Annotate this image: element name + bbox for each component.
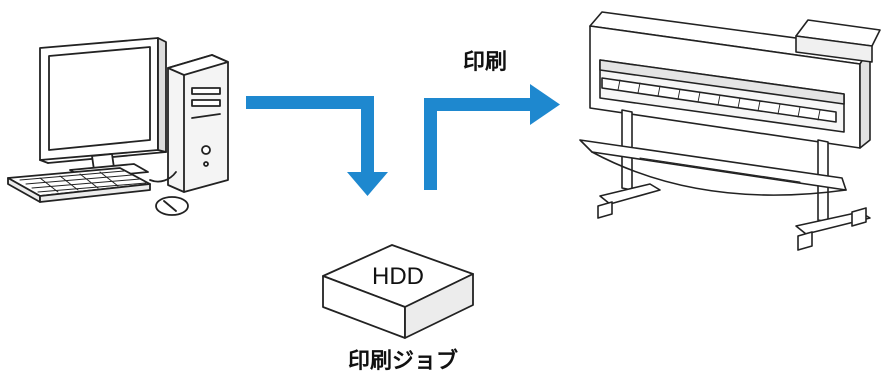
send-arrow [246,96,388,196]
print-label: 印刷 [463,50,508,75]
print-job-label: 印刷ジョブ [348,349,459,374]
desktop-computer-icon [7,37,229,216]
print-arrow [424,84,560,190]
hard-disk-drive-icon [322,244,474,339]
large-format-printer-icon [579,11,881,251]
hdd-label: HDD [372,263,424,290]
